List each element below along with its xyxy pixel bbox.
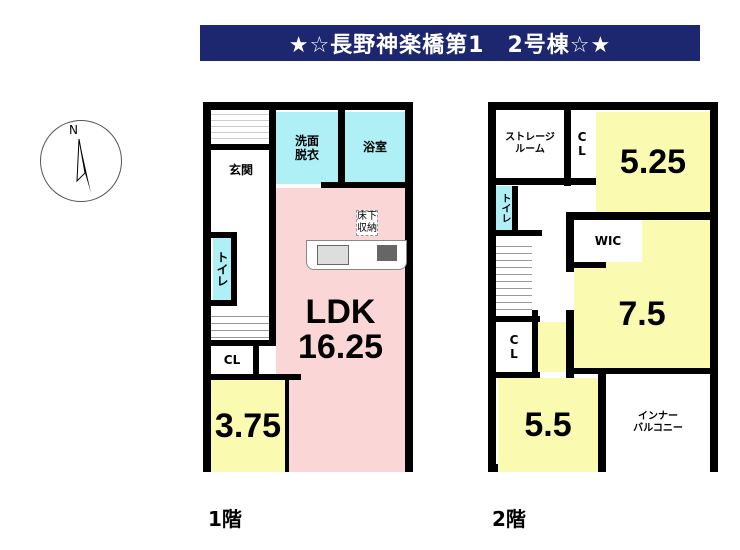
ldk-name: LDK	[305, 293, 376, 331]
underfloor-storage: 床下 収納	[356, 210, 378, 236]
closet-bottom: C L	[496, 322, 532, 372]
title-banner: ★☆長野神楽橋第1 2号棟☆★	[200, 25, 700, 61]
closet-top: C L	[571, 110, 593, 178]
room-wic: WIC	[574, 220, 642, 262]
room-bath: 浴室	[345, 112, 405, 182]
room-375: 3.75	[211, 380, 285, 472]
room-75: 7.5	[574, 220, 710, 368]
room-toilet-2f: トイレ	[496, 186, 512, 230]
room-55: 5.5	[498, 378, 598, 472]
floor1-label: 1階	[208, 507, 242, 531]
stairs	[211, 310, 269, 340]
kitchen-counter	[306, 240, 407, 270]
floor2-label: 2階	[492, 507, 526, 531]
compass-needle-icon	[76, 138, 91, 193]
hallway	[538, 322, 566, 372]
ldk-size: 16.25	[297, 328, 384, 366]
north-label: N	[69, 123, 78, 137]
stairs-2f	[496, 240, 532, 316]
room-525: 5.25	[596, 112, 710, 212]
room-senmen: 洗面 脱衣	[276, 112, 338, 184]
compass-icon: N	[40, 120, 122, 202]
inner-balcony: インナー バルコニー	[606, 374, 710, 472]
floor2-plan: ストレージ ルーム C L 5.25 トイレ 7.5 WIC C L 5.5 イ…	[488, 102, 718, 472]
room-cl: CL	[211, 346, 253, 374]
porch	[211, 110, 269, 144]
room-ldk: LDK 16.25	[276, 188, 405, 472]
stove-icon	[377, 245, 397, 261]
room-genkan: 玄関	[211, 150, 271, 190]
floor1-plan: 玄関 洗面 脱衣 浴室 LDK 16.25 床下 収納 トイレ CL 3.75	[203, 102, 413, 472]
room-storage: ストレージ ルーム	[496, 110, 564, 178]
room-toilet: トイレ	[213, 238, 231, 300]
sink-icon	[317, 245, 349, 265]
